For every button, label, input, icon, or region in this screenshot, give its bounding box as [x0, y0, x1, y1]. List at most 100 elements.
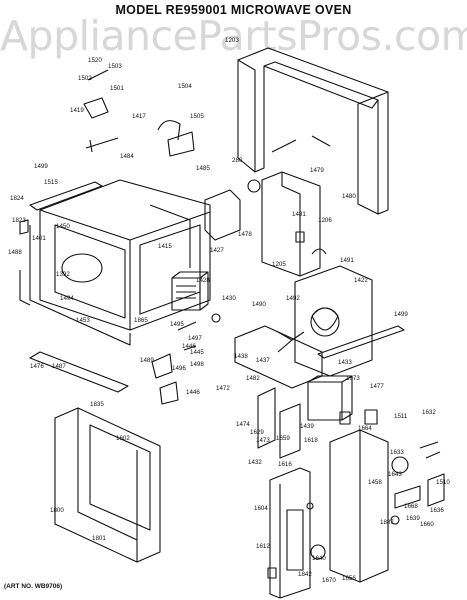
- control-panel: [269, 467, 311, 599]
- part-label: 1433: [338, 359, 352, 366]
- part-label: 1485: [196, 165, 210, 172]
- part-label: 1445: [190, 349, 204, 356]
- part-label: 1477: [370, 383, 384, 390]
- part-label: 1206: [318, 217, 332, 224]
- part-label: 1428: [196, 277, 210, 284]
- part-label: 1438: [234, 353, 248, 360]
- part-label: 1439: [300, 423, 314, 430]
- page-title: MODEL RE959001 MICROWAVE OVEN: [115, 3, 352, 17]
- part-label: 1633: [390, 449, 404, 456]
- part-label: 1484: [120, 153, 134, 160]
- part-label: 1495: [170, 321, 184, 328]
- part-label: 1497: [188, 335, 202, 342]
- part-label: 1503: [108, 63, 122, 70]
- part-label: 1800: [50, 507, 64, 514]
- magnetron: [171, 271, 209, 311]
- part-label: 1496: [172, 365, 186, 372]
- part-label: 1422: [354, 277, 368, 284]
- right-bracket: [317, 325, 405, 359]
- part-label: 1417: [132, 113, 146, 120]
- part-label: 1446: [182, 343, 196, 350]
- part-label: 1673: [346, 375, 360, 382]
- part-label: 1504: [178, 83, 192, 90]
- part-label: 1499: [34, 163, 48, 170]
- part-label: 1490: [252, 301, 266, 308]
- waveguide-strip: [29, 351, 129, 393]
- part-label: 1604: [254, 505, 268, 512]
- watermark: AppliancePartsPros.com: [0, 12, 467, 60]
- part-label: 1472: [216, 385, 230, 392]
- part-label: 1491: [340, 257, 354, 264]
- part-label: 1478: [238, 231, 252, 238]
- part-label: 1499: [394, 311, 408, 318]
- light-shield: [204, 189, 241, 241]
- part-label: 1629: [250, 429, 264, 436]
- part-label: 1659: [276, 435, 290, 442]
- part-label: 1479: [310, 167, 324, 174]
- part-label: 1419: [70, 107, 84, 114]
- part-label: 1602: [116, 435, 130, 442]
- part-label: 1824: [10, 195, 24, 202]
- part-label: 1501: [110, 85, 124, 92]
- part-label: 1639: [406, 515, 420, 522]
- part-label: 1453: [76, 317, 90, 324]
- part-label: 1450: [56, 223, 70, 230]
- part-label: 1643: [388, 471, 402, 478]
- part-label: 1887: [380, 519, 394, 526]
- part-label: 1446: [186, 389, 200, 396]
- transformer: [307, 375, 353, 421]
- part-label: 1668: [404, 503, 418, 510]
- part-label: 1203: [225, 37, 239, 44]
- part-label: 1511: [394, 413, 408, 420]
- part-label: 1474: [236, 421, 250, 428]
- part-label: 1430: [222, 295, 236, 302]
- part-label: 1664: [358, 425, 372, 432]
- part-label: 1427: [210, 247, 224, 254]
- part-label: 1823: [12, 217, 26, 224]
- lamp-assembly: [247, 179, 327, 255]
- part-label: 1415: [158, 243, 172, 250]
- part-label: 1656: [342, 575, 356, 582]
- misc-small-parts: [19, 219, 445, 579]
- part-label: 1498: [190, 361, 204, 368]
- part-label: 1432: [248, 459, 262, 466]
- part-label: 1487: [52, 363, 66, 370]
- part-label: 1618: [304, 437, 318, 444]
- outer-cabinet-cover: [237, 47, 389, 215]
- part-label: 1616: [278, 461, 292, 468]
- fan-blade: [277, 331, 305, 353]
- part-label: 1865: [134, 317, 148, 324]
- part-label: 1458: [368, 479, 382, 486]
- part-label: 1401: [32, 235, 46, 242]
- part-label: 1801: [92, 535, 106, 542]
- part-label: 1488: [8, 249, 22, 256]
- thermal-cutout-parts: [83, 69, 195, 157]
- part-label: 1494: [60, 295, 74, 302]
- part-label: 1612: [256, 543, 270, 550]
- part-label: 1502: [78, 75, 92, 82]
- part-label: 1842: [298, 571, 312, 578]
- control-bracket: [329, 429, 389, 583]
- part-label: 1632: [422, 409, 436, 416]
- part-label: 1492: [286, 295, 300, 302]
- part-label: 1489: [140, 357, 154, 364]
- part-label: 1835: [90, 401, 104, 408]
- top-bracket: [29, 181, 103, 211]
- part-labels: 1520 1503 1502 1501 1504 1419 1417 1505 1203 1484…: [8, 37, 450, 584]
- part-label: 1520: [88, 57, 102, 64]
- part-label: 1660: [420, 521, 434, 528]
- part-label: 1640: [312, 555, 326, 562]
- oven-cavity: [29, 179, 211, 346]
- part-label: 1476: [30, 363, 44, 370]
- part-label: 1510: [436, 479, 450, 486]
- blower-housing: [294, 265, 373, 377]
- part-label: 1505: [190, 113, 204, 120]
- part-label: 1437: [256, 357, 270, 364]
- part-label: 1670: [322, 577, 336, 584]
- part-label: 280: [232, 157, 243, 164]
- part-label: 1473: [256, 437, 270, 444]
- air-duct: [261, 171, 321, 277]
- part-label: 1480: [342, 193, 356, 200]
